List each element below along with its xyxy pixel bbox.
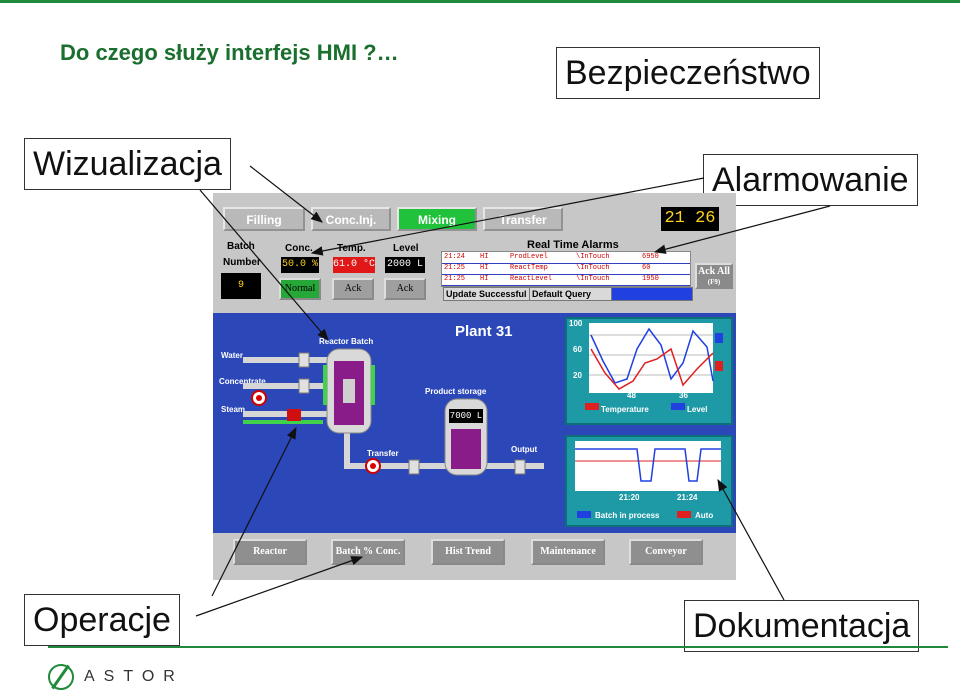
pump-water-icon <box>298 352 310 368</box>
label-water: Water <box>221 351 243 360</box>
batch-number-label: Number <box>223 257 261 268</box>
level-marker-icon <box>715 333 723 343</box>
ack-all-button[interactable]: Ack All (F9) <box>695 263 733 289</box>
trend-top-ytick: 60 <box>573 345 582 354</box>
status-bar <box>611 287 693 301</box>
pipe-concentrate <box>243 383 329 389</box>
process-diagram <box>243 348 544 476</box>
legend-auto-label: Auto <box>695 511 714 520</box>
callout-security: Bezpieczeństwo <box>556 47 820 99</box>
trend-bottom-xtick: 21:20 <box>619 493 640 502</box>
label-concentrate: Concentrate <box>219 377 266 386</box>
footer-rule <box>48 646 948 648</box>
plant-panel: Plant 31 Water Concentrate Steam Reactor… <box>213 313 736 533</box>
reactor-button[interactable]: Reactor <box>233 539 307 565</box>
trend-top-chart <box>585 323 723 410</box>
ack-all-key: (F9) <box>707 278 721 286</box>
label-output: Output <box>511 445 538 454</box>
pump-concentrate-icon <box>298 378 310 394</box>
temperature-marker-icon <box>715 361 723 371</box>
tab-conc-inj[interactable]: Conc.Inj. <box>311 207 391 231</box>
callout-operations: Operacje <box>24 594 180 646</box>
trend-bottom-chart <box>575 441 721 518</box>
astor-logo-text: ASTOR <box>84 668 184 686</box>
tab-mixing[interactable]: Mixing <box>397 207 477 231</box>
label-steam: Steam <box>221 405 246 414</box>
trend-bottom-panel: 21:20 21:24 Batch in process Auto <box>565 435 733 527</box>
trend-top-xtick: 36 <box>679 391 688 400</box>
slide-title: Do czego służy interfejs HMI ?… <box>60 40 399 65</box>
batch-conc-button[interactable]: Batch % Conc. <box>331 539 405 565</box>
hmi-screen: Filling Conc.Inj. Mixing Transfer 21 26 … <box>213 193 736 580</box>
status-update: Update Successful <box>443 287 533 301</box>
reactor-mixer <box>343 379 355 403</box>
astor-logo-icon <box>48 664 74 690</box>
pipe-reactor-out <box>344 421 350 469</box>
callout-documentation: Dokumentacja <box>684 600 920 652</box>
trend-top-panel: 100 60 20 48 36 Temperature Level <box>565 317 733 425</box>
pipe-transfer <box>344 463 544 469</box>
trend-top-ytick: 20 <box>573 371 582 380</box>
legend-temperature-label: Temperature <box>601 405 649 414</box>
temp-value: 61.0 °C <box>333 257 375 273</box>
maintenance-button[interactable]: Maintenance <box>531 539 605 565</box>
storage-value-box <box>449 409 483 423</box>
reactor-heater-right <box>371 365 375 405</box>
legend-temperature-swatch <box>585 403 599 410</box>
trend-batch-line <box>575 448 721 482</box>
label-transfer: Transfer <box>367 449 399 458</box>
storage-fill <box>451 429 481 469</box>
pump-transfer-icon <box>408 459 420 475</box>
status-query: Default Query <box>529 287 615 301</box>
temp-ack-button[interactable]: Ack <box>332 278 374 300</box>
legend-batch-swatch <box>577 511 591 518</box>
alarms-title: Real Time Alarms <box>527 239 619 251</box>
astor-logo: ASTOR <box>48 664 184 690</box>
plant-title: Plant 31 <box>455 323 513 340</box>
conveyor-button[interactable]: Conveyor <box>629 539 703 565</box>
label-reactor: Reactor Batch <box>319 337 374 346</box>
temp-label: Temp. <box>337 243 366 254</box>
legend-auto-swatch <box>677 511 691 518</box>
bottom-navigation: Reactor Batch % Conc. Hist Trend Mainten… <box>213 533 736 580</box>
callout-alarming: Alarmowanie <box>703 154 918 206</box>
valve-concentrate-core <box>256 395 262 401</box>
trend-top-ytick: 100 <box>569 319 583 328</box>
clock-display: 21 26 <box>661 207 719 231</box>
trend-level-line <box>590 327 714 384</box>
tab-transfer[interactable]: Transfer <box>483 207 563 231</box>
legend-batch-label: Batch in process <box>595 511 660 520</box>
valve-transfer-core <box>370 463 376 469</box>
level-label: Level <box>393 243 419 254</box>
storage-value: 7000 L <box>449 411 483 421</box>
reactor-heater-left <box>323 365 327 405</box>
batch-number-value: 9 <box>221 273 261 299</box>
pump-output-icon <box>514 459 526 475</box>
legend-level-swatch <box>671 403 685 410</box>
trend-bottom-xtick: 21:24 <box>677 493 698 502</box>
conc-label: Conc. <box>285 243 313 254</box>
legend-level-label: Level <box>687 405 708 414</box>
hist-trend-button[interactable]: Hist Trend <box>431 539 505 565</box>
pipe-steam <box>243 411 329 417</box>
valve-steam-icon <box>287 409 301 421</box>
ack-all-label: Ack All <box>698 266 730 277</box>
trend-temperature-line <box>590 347 714 390</box>
pipe-water <box>243 357 329 363</box>
label-storage: Product storage <box>425 387 487 396</box>
batch-label: Batch <box>227 241 255 252</box>
tab-filling[interactable]: Filling <box>223 207 305 231</box>
callout-visualization: Wizualizacja <box>24 138 231 190</box>
conc-normal-button[interactable]: Normal <box>279 278 321 300</box>
pipe-steam-active <box>243 420 323 424</box>
trend-top-xtick: 48 <box>627 391 636 400</box>
conc-value: 50.0 % <box>281 257 319 273</box>
top-accent-line <box>0 0 960 3</box>
level-value: 2000 L <box>385 257 425 273</box>
level-ack-button[interactable]: Ack <box>384 278 426 300</box>
